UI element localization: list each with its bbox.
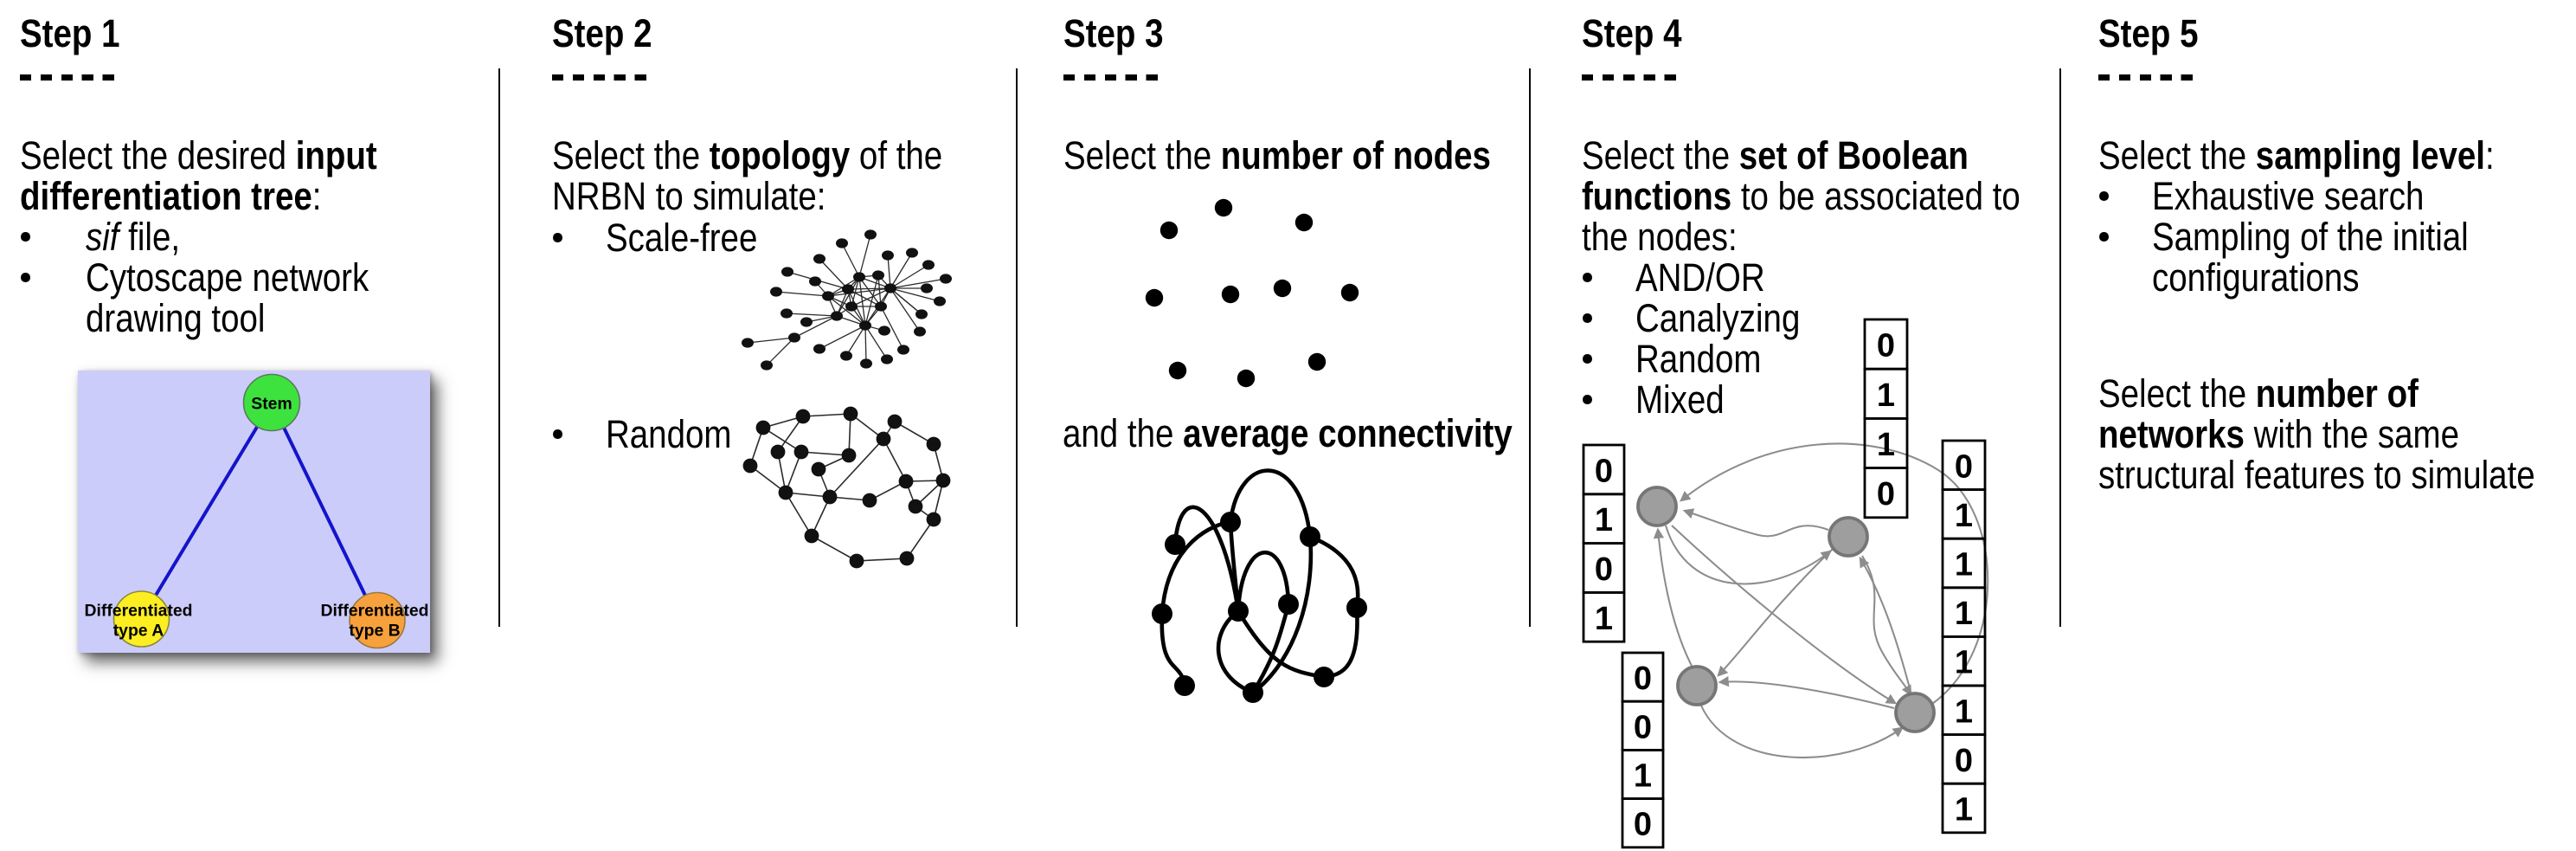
svg-text:1: 1 (1955, 498, 1973, 534)
svg-text:1: 1 (1955, 596, 1973, 632)
svg-text:0: 0 (1634, 709, 1652, 745)
svg-text:1: 1 (1877, 377, 1895, 414)
svg-text:0: 0 (1955, 448, 1973, 485)
svg-text:0: 0 (1634, 661, 1652, 697)
svg-text:Differentiated: Differentiated (321, 602, 429, 621)
svg-text:1: 1 (1955, 547, 1973, 583)
svg-text:0: 0 (1955, 743, 1973, 779)
svg-text:1: 1 (1877, 427, 1895, 463)
svg-text:type B: type B (349, 622, 400, 641)
svg-text:0: 0 (1877, 328, 1895, 364)
svg-text:1: 1 (1955, 645, 1973, 681)
svg-text:1: 1 (1955, 792, 1973, 828)
svg-text:type A: type A (113, 622, 164, 641)
svg-text:Stem: Stem (251, 395, 292, 414)
svg-text:0: 0 (1595, 453, 1613, 489)
svg-text:0: 0 (1877, 476, 1895, 513)
svg-text:1: 1 (1634, 758, 1652, 795)
svg-text:1: 1 (1955, 693, 1973, 730)
svg-text:1: 1 (1595, 601, 1613, 637)
svg-text:Differentiated: Differentiated (85, 602, 193, 621)
svg-text:0: 0 (1634, 807, 1652, 843)
svg-text:0: 0 (1595, 551, 1613, 588)
svg-text:1: 1 (1595, 502, 1613, 538)
